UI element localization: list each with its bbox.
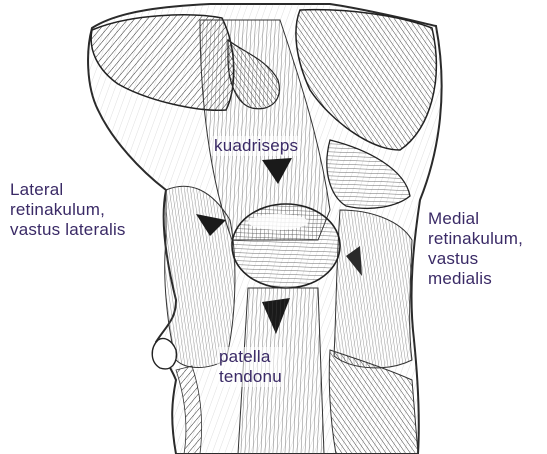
patella-highlight bbox=[248, 214, 308, 230]
label-patella-line-2: tendonu bbox=[219, 367, 282, 387]
fibula-head bbox=[152, 338, 176, 368]
label-medial-line-2: retinakulum, bbox=[428, 229, 523, 249]
label-medial-line-4: medialis bbox=[428, 269, 523, 289]
label-medial-retinaculum: Medial retinakulum, vastus medialis bbox=[428, 209, 523, 289]
label-quadriceps-line: kuadriseps bbox=[214, 136, 298, 156]
medial-retinaculum bbox=[334, 210, 412, 368]
label-medial-line-1: Medial bbox=[428, 209, 523, 229]
label-medial-line-3: vastus bbox=[428, 249, 523, 269]
label-lateral-line-2: retinakulum, bbox=[10, 200, 126, 220]
label-lateral-line-1: Lateral bbox=[10, 180, 126, 200]
label-lateral-retinaculum: Lateral retinakulum, vastus lateralis bbox=[10, 180, 126, 240]
label-patella-tendon: patella tendonu bbox=[217, 347, 284, 387]
label-patella-line-1: patella bbox=[219, 347, 282, 367]
lateral-retinaculum bbox=[165, 186, 235, 367]
label-lateral-line-3: vastus lateralis bbox=[10, 220, 126, 240]
label-quadriceps: kuadriseps bbox=[212, 136, 300, 156]
